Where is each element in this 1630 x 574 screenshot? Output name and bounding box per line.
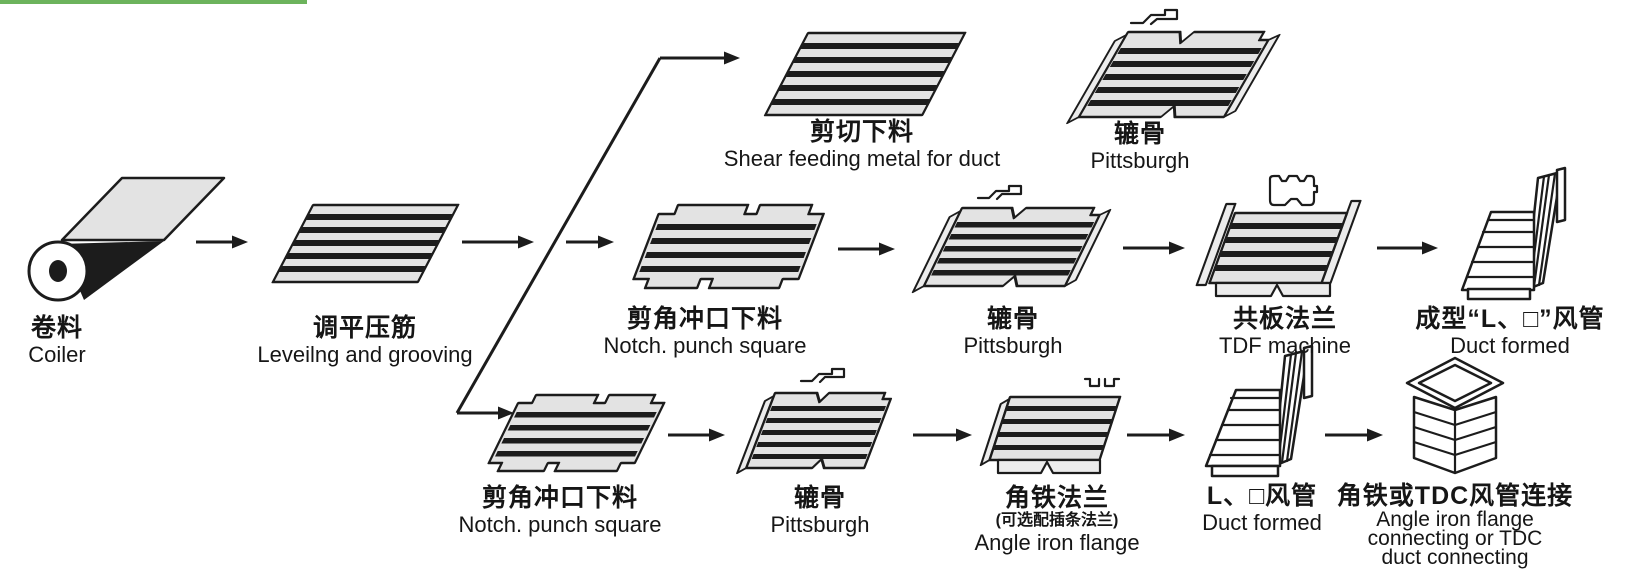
- label-notch-mid: 剪角冲口下料 Notch. punch square: [555, 305, 855, 358]
- square-duct-graphic: [1405, 356, 1505, 475]
- pittsburgh-sheet-bottom-graphic: [736, 367, 893, 475]
- pittsburgh-seam-icon: [799, 367, 846, 384]
- label-shear-en: Shear feeding metal for duct: [723, 146, 1001, 171]
- label-duct-connect: 角铁或TDC风管连接 Angle iron flange connecting …: [1305, 482, 1605, 569]
- label-coiler: 卷料 Coiler: [0, 314, 137, 367]
- leveling-sheet-graphic: [271, 203, 460, 284]
- label-pittsburgh-bottom-en: Pittsburgh: [770, 512, 870, 537]
- tdf-sheet-graphic: [1195, 174, 1362, 298]
- label-shear-zh: 剪切下料: [809, 118, 914, 146]
- duct-formed-mid-graphic: [1460, 166, 1567, 301]
- label-angle-iron-en: Angle iron flange: [974, 530, 1140, 555]
- label-leveling-en: Leveilng and grooving: [257, 342, 473, 367]
- label-pittsburgh-bottom-zh: 辘骨: [793, 484, 846, 512]
- label-duct-formed-bottom-en: Duct formed: [1202, 510, 1322, 535]
- label-duct-formed-mid-en: Duct formed: [1450, 333, 1570, 358]
- label-duct-formed-bottom: L、□风管 Duct formed: [1152, 482, 1372, 535]
- label-duct-formed-mid: 成型“L、□”风管 Duct formed: [1390, 305, 1630, 358]
- label-duct-formed-mid-zh: 成型“L、□”风管: [1415, 305, 1605, 333]
- label-duct-connect-en1: Angle iron flange: [1376, 508, 1534, 531]
- pittsburgh-seam-icon: [976, 184, 1023, 201]
- label-duct-connect-zh: 角铁或TDC风管连接: [1336, 482, 1574, 510]
- pittsburgh-sheet-mid-graphic: [911, 184, 1112, 294]
- label-leveling-zh: 调平压筋: [312, 314, 417, 342]
- label-shear: 剪切下料 Shear feeding metal for duct: [692, 118, 1032, 171]
- label-duct-connect-en2: connecting or TDC: [1367, 527, 1543, 550]
- branch-diagonal-line: [455, 57, 662, 414]
- label-leveling: 调平压筋 Leveilng and grooving: [205, 314, 525, 367]
- label-duct-connect-en3: duct connecting: [1381, 546, 1529, 569]
- shear-sheet-graphic: [763, 31, 967, 117]
- label-pittsburgh-mid-zh: 辘骨: [986, 305, 1039, 333]
- green-accent-bar: [0, 0, 307, 4]
- label-notch-bottom-zh: 剪角冲口下料: [481, 484, 638, 512]
- label-duct-formed-bottom-zh: L、□风管: [1206, 482, 1318, 510]
- duct-formed-bottom-graphic: [1204, 344, 1314, 478]
- notch-sheet-bottom-graphic: [487, 393, 666, 473]
- label-pittsburgh-top-en: Pittsburgh: [1090, 148, 1190, 173]
- label-notch-mid-en: Notch. punch square: [603, 333, 807, 358]
- label-notch-mid-zh: 剪角冲口下料: [626, 305, 783, 333]
- pittsburgh-sheet-top-graphic: [1066, 8, 1281, 125]
- label-pittsburgh-top-zh: 辘骨: [1113, 120, 1166, 148]
- pittsburgh-seam-icon: [1129, 8, 1179, 26]
- label-pittsburgh-mid-en: Pittsburgh: [963, 333, 1063, 358]
- label-angle-iron-note: (可选配插条法兰): [995, 512, 1119, 529]
- label-coiler-zh: 卷料: [30, 314, 83, 342]
- angle-iron-profile-icon: [1083, 377, 1121, 388]
- angle-iron-sheet-graphic: [979, 377, 1122, 475]
- label-pittsburgh-top: 辘骨 Pittsburgh: [1030, 120, 1250, 173]
- label-pittsburgh-mid: 辘骨 Pittsburgh: [903, 305, 1123, 358]
- label-pittsburgh-bottom: 辘骨 Pittsburgh: [710, 484, 930, 537]
- label-coiler-en: Coiler: [28, 342, 86, 367]
- label-tdf-zh: 共板法兰: [1232, 305, 1337, 333]
- label-notch-bottom: 剪角冲口下料 Notch. punch square: [410, 484, 710, 537]
- notch-sheet-mid-graphic: [632, 203, 825, 290]
- tdf-cleat-icon: [1268, 174, 1319, 207]
- label-tdf-en: TDF machine: [1218, 333, 1352, 358]
- label-angle-iron-zh: 角铁法兰: [1004, 484, 1109, 512]
- coiler-graphic: [27, 176, 226, 302]
- label-angle-iron: 角铁法兰 (可选配插条法兰) Angle iron flange: [927, 484, 1187, 555]
- label-notch-bottom-en: Notch. punch square: [458, 512, 662, 537]
- label-tdf: 共板法兰 TDF machine: [1165, 305, 1405, 358]
- flow-arrows: [196, 51, 1438, 442]
